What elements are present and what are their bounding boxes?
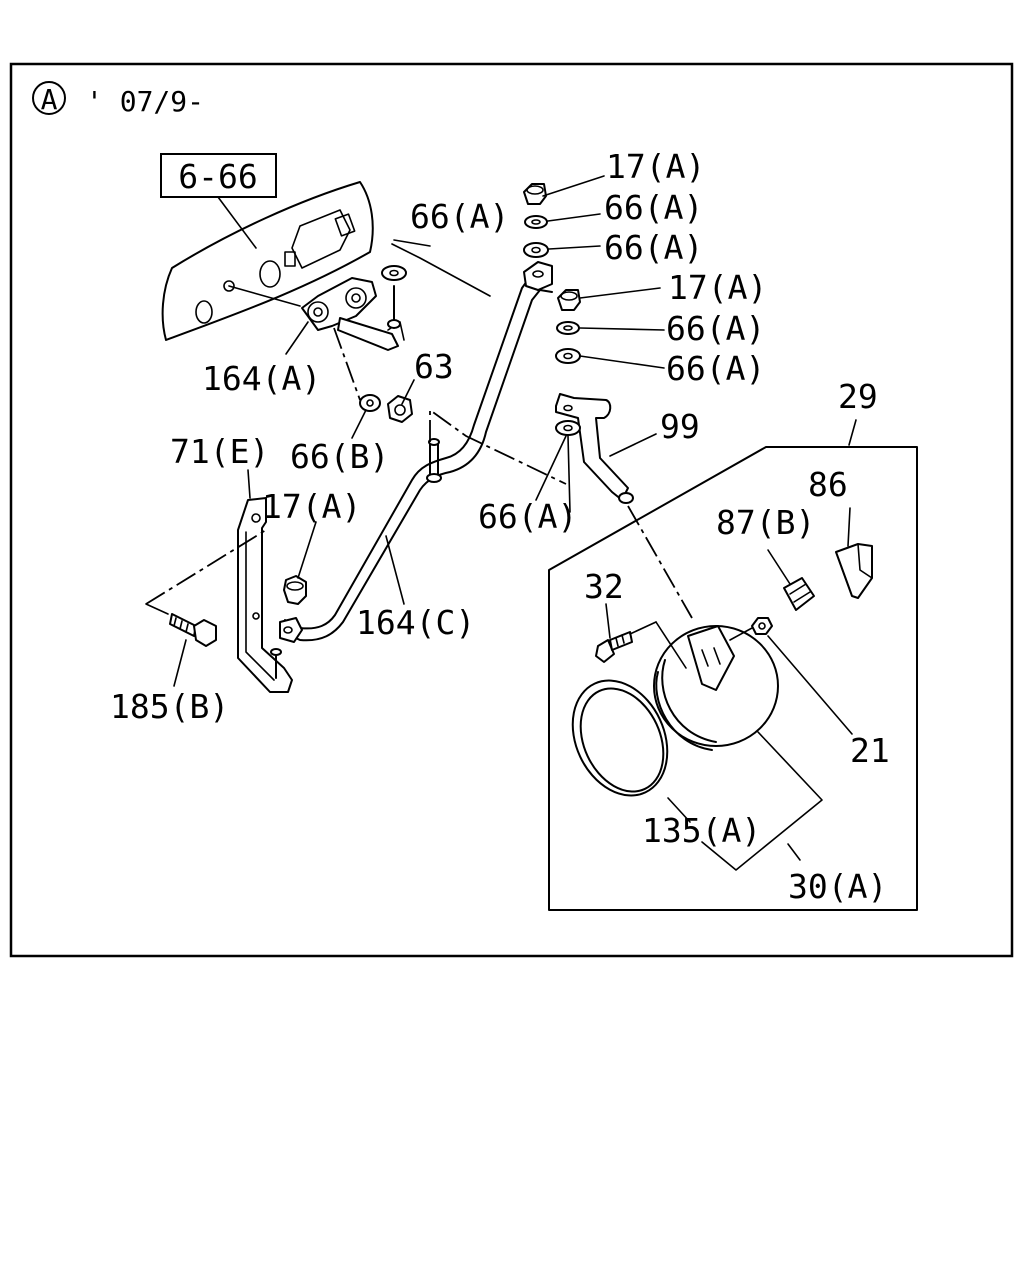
lamp-86	[835, 543, 873, 599]
callout-66b[interactable]: 66(B)	[290, 437, 389, 476]
callout-87b[interactable]: 87(B)	[716, 503, 815, 542]
callout-135a[interactable]: 135(A)	[642, 811, 761, 850]
callout-32[interactable]: 32	[584, 567, 624, 606]
bracket-164a	[301, 277, 405, 351]
callout-71e[interactable]: 71(E)	[170, 432, 269, 471]
callout-66a-middle-2[interactable]: 66(A)	[666, 349, 765, 388]
callout-29[interactable]: 29	[838, 377, 878, 416]
callout-86[interactable]: 86	[808, 465, 848, 504]
stud-upper	[387, 285, 401, 329]
callout-66a-upper-1[interactable]: 66(A)	[604, 188, 703, 227]
callout-30a[interactable]: 30(A)	[788, 867, 887, 906]
cab-panel	[161, 181, 374, 341]
washer-66a-middle-2	[555, 348, 581, 364]
nut-17a-upper	[523, 183, 547, 205]
reference-box[interactable]: 6-66	[160, 153, 277, 198]
bolt-185b	[169, 613, 217, 647]
washer-66b	[359, 394, 381, 412]
bracket-71e	[237, 497, 293, 693]
variant-note: ' 07/9-	[86, 85, 204, 118]
nut-21	[751, 617, 773, 635]
mirror-housing-30a	[629, 621, 779, 751]
washer-66a-middle-1	[556, 321, 580, 335]
nut-17a-middle	[557, 289, 581, 311]
nut-63	[387, 395, 413, 423]
mirror-stay-164c	[279, 261, 553, 643]
svg-text:A: A	[41, 83, 58, 116]
assembly-29-box	[548, 446, 918, 911]
screw-32	[595, 631, 633, 663]
callout-63[interactable]: 63	[414, 347, 454, 386]
washer-66a-upper-2	[523, 242, 549, 258]
callout-66a-lower[interactable]: 66(A)	[478, 497, 577, 536]
callout-17a-lower[interactable]: 17(A)	[262, 487, 361, 526]
callout-164a[interactable]: 164(A)	[202, 359, 321, 398]
mirror-glass-135a	[571, 679, 669, 797]
callout-164c[interactable]: 164(C)	[356, 603, 475, 642]
variant-marker: A	[32, 81, 66, 116]
callout-99[interactable]: 99	[660, 407, 700, 446]
washer-66a-upper-1	[524, 215, 548, 229]
callout-17a-upper[interactable]: 17(A)	[606, 147, 705, 186]
washer-66a-left	[381, 265, 407, 281]
mirror-arm-99	[555, 393, 634, 504]
cap-nut-17a-lower	[283, 575, 307, 605]
callout-66a-upper-2[interactable]: 66(A)	[604, 228, 703, 267]
callout-17a-middle[interactable]: 17(A)	[668, 268, 767, 307]
diagram-frame	[9, 62, 1014, 958]
callout-66a-middle-1[interactable]: 66(A)	[666, 309, 765, 348]
callout-185b[interactable]: 185(B)	[110, 687, 229, 726]
svg-text:6-66: 6-66	[178, 157, 257, 196]
clip-87b	[783, 577, 815, 611]
callout-21[interactable]: 21	[850, 731, 890, 770]
callout-66a-top-left[interactable]: 66(A)	[410, 197, 509, 236]
washer-66a-lower	[555, 420, 581, 436]
